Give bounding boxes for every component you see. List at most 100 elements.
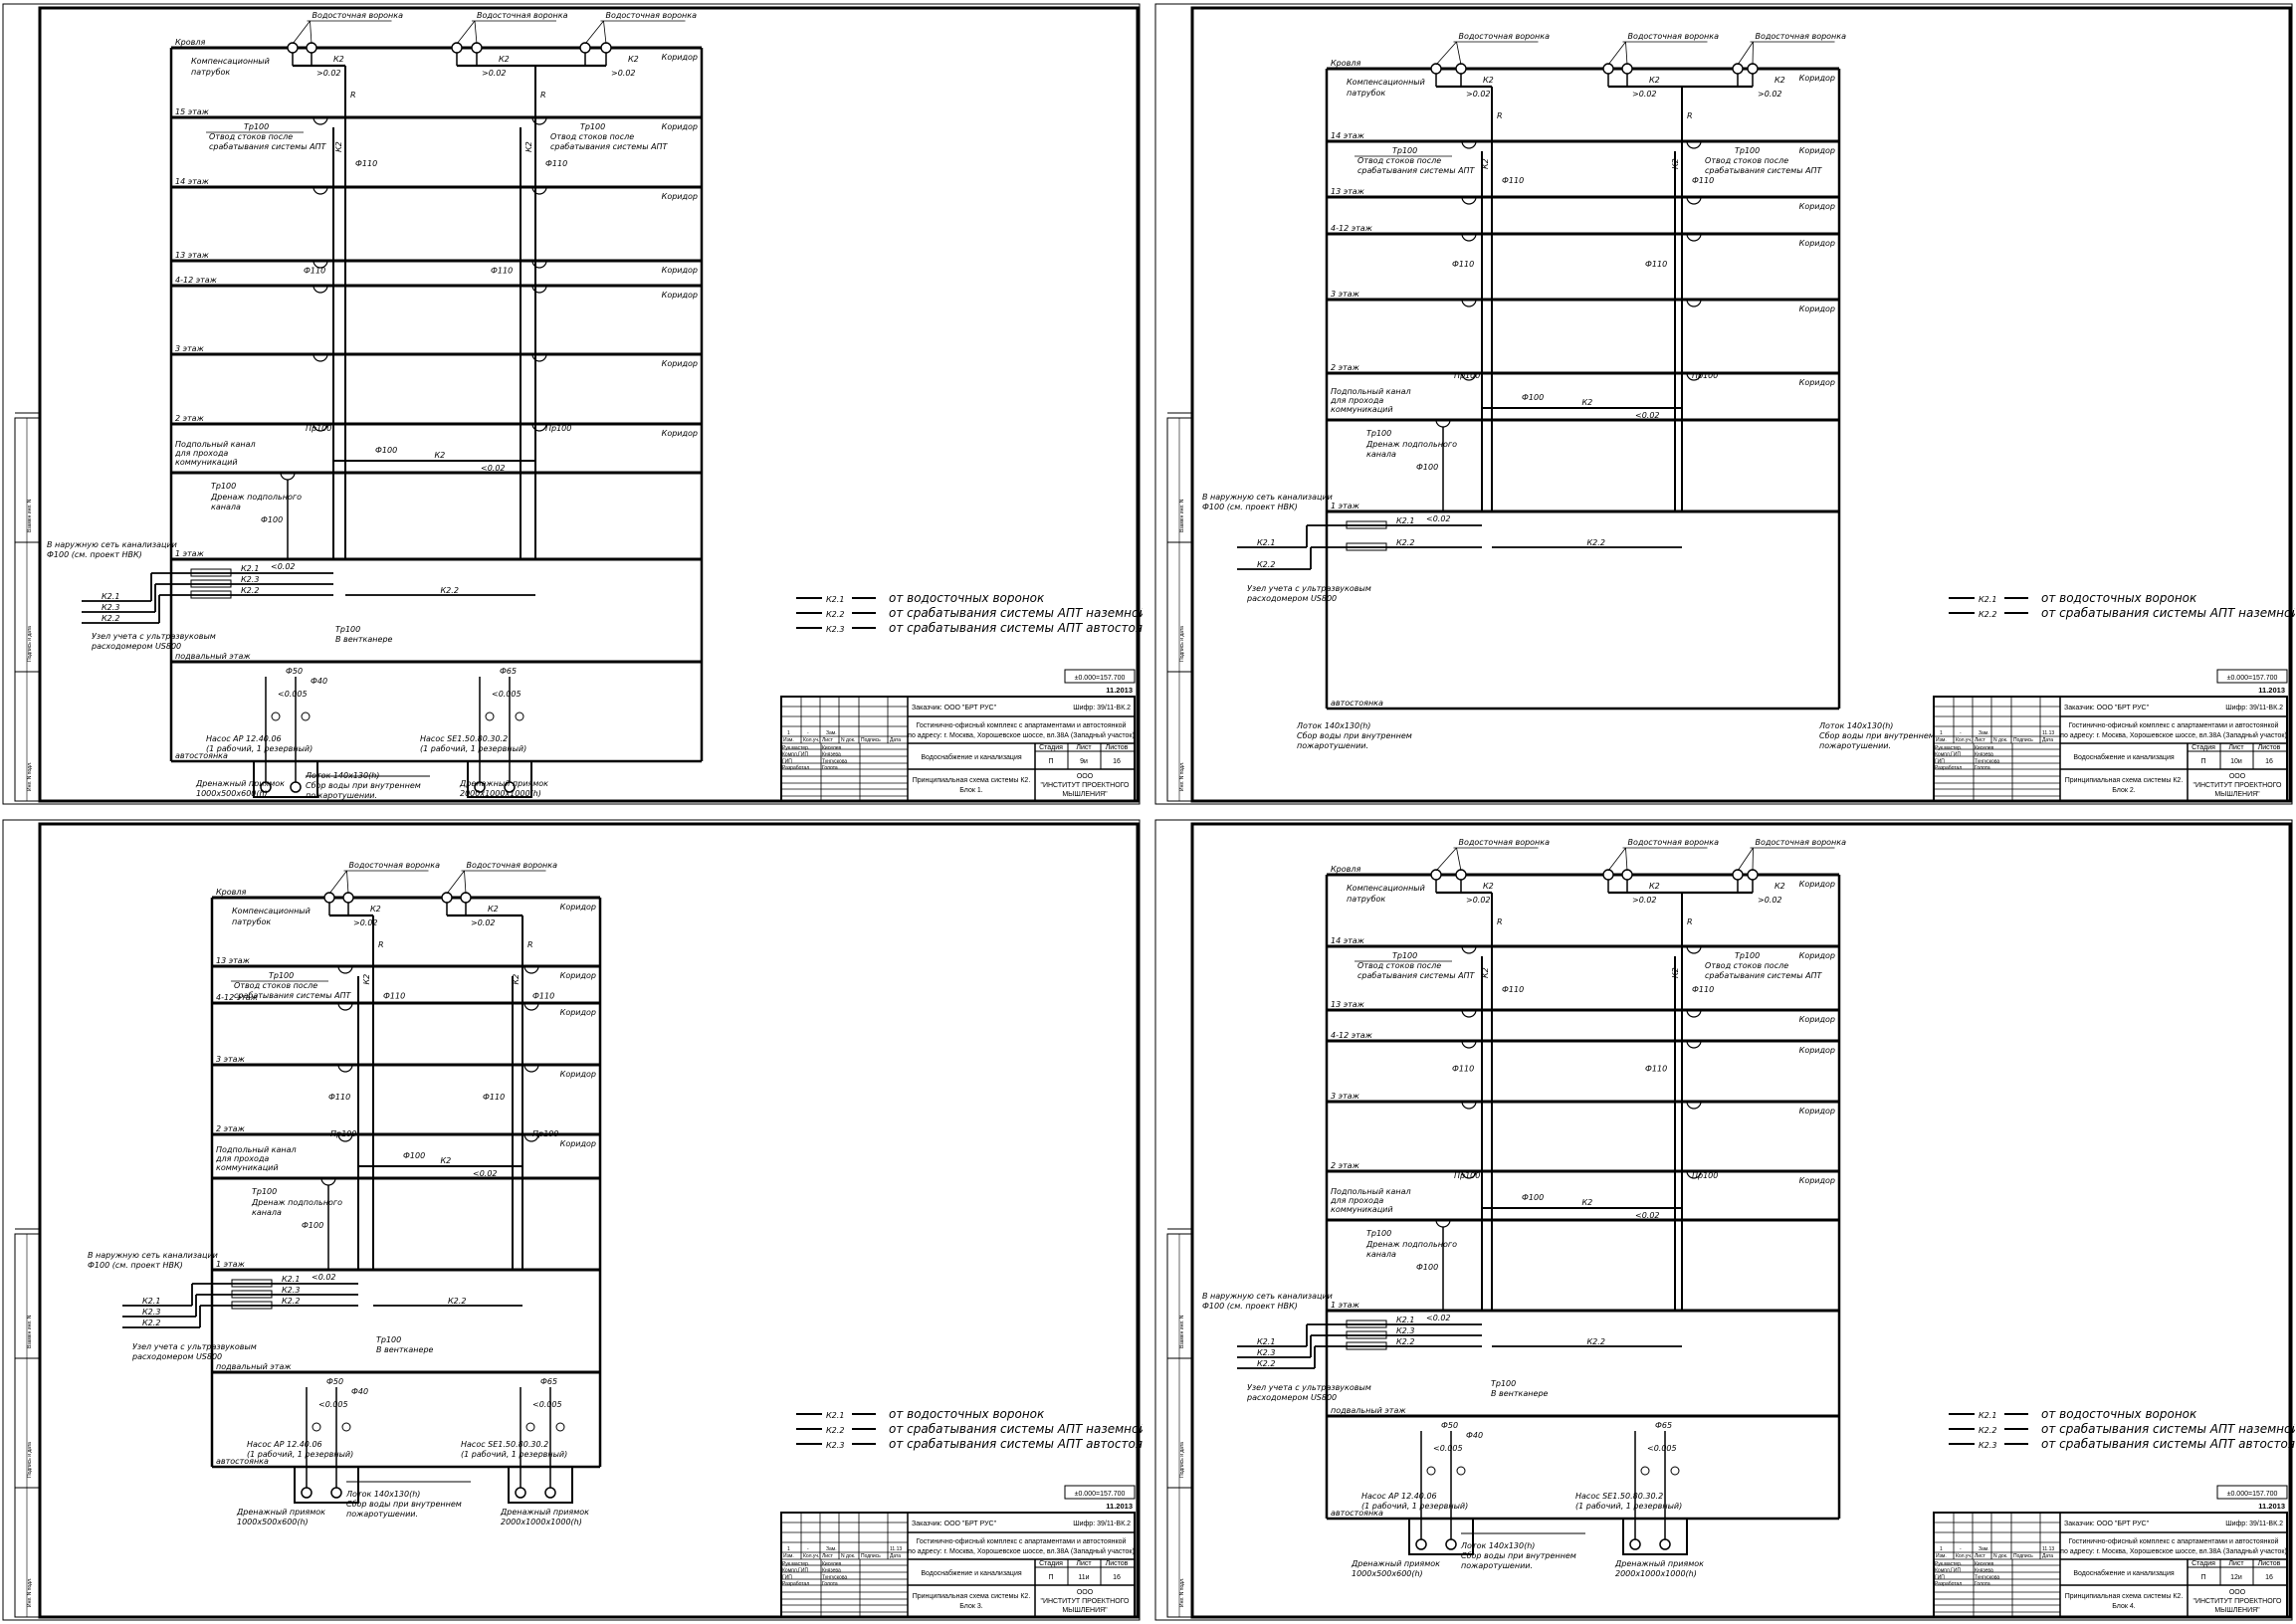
- canal-drain-label: Дренаж подпольного: [210, 493, 302, 502]
- basement-label: подвальный этаж: [216, 1362, 292, 1371]
- elevation-box: [1064, 669, 1136, 684]
- tray-label: Лоток 140x130(h): [1296, 721, 1370, 730]
- riser-code: К2: [1481, 158, 1490, 169]
- diameter-label: Ф100: [261, 515, 283, 524]
- leader: [1737, 847, 1754, 872]
- canal-label: для прохода: [1330, 1196, 1383, 1205]
- tb-header: Подпись: [861, 737, 881, 743]
- tb-header: Изм.: [1936, 1553, 1947, 1559]
- floor-label: 2 этаж: [1331, 1161, 1360, 1170]
- meter-label: Узел учета с ультразвуковым: [92, 632, 216, 641]
- floor-drain-icon: [313, 285, 328, 294]
- tb-section: Водоснабжение и канализация: [2073, 753, 2175, 761]
- corridor-label: Коридор: [1799, 1046, 1835, 1055]
- leader: [1435, 847, 1457, 872]
- valve-label: R: [1687, 111, 1693, 120]
- tb-name: Голота: [1975, 1581, 1990, 1587]
- diameter-label: Ф40: [351, 1387, 368, 1396]
- corridor-label: Коридор: [662, 429, 698, 438]
- pipe-code: К2: [441, 1156, 452, 1165]
- diameter-label: Ф100: [1416, 463, 1438, 472]
- canal-label: для прохода: [215, 1154, 269, 1163]
- pipe-code: К2.2: [1396, 1337, 1414, 1346]
- pipe-code: К2: [370, 905, 381, 914]
- apt-drain-label: срабатывания системы АПТ: [209, 142, 327, 151]
- riser-code: К2: [334, 141, 343, 152]
- floor-label: Кровля: [1331, 59, 1360, 68]
- tray-label: Сбор воды при внутреннем: [346, 1500, 462, 1509]
- tb-code: Шифр: 39/11-ВК.2: [1073, 705, 1131, 711]
- apt-drain-label: Отвод стоков после: [1705, 961, 1788, 970]
- pump-label: (1 рабочий, 1 резервный): [420, 744, 526, 753]
- apt-drain-label: срабатывания системы АПТ: [234, 991, 352, 1000]
- canal-label: коммуникаций: [216, 1163, 279, 1172]
- pressure-gauge-icon: [1426, 1466, 1436, 1476]
- tb-section: Водоснабжение и канализация: [2073, 1569, 2175, 1577]
- tb-sheet-no: 10и: [2230, 758, 2242, 765]
- corridor-label: Коридор: [662, 266, 698, 275]
- slope-label: >0.02: [1758, 90, 1782, 99]
- roof-drain-icon: [441, 892, 453, 904]
- elevation-mark: ±0.000=157.700: [2227, 675, 2278, 682]
- corridor-label: Коридор: [1799, 202, 1835, 211]
- riser-code: К2: [524, 141, 533, 152]
- flow-meter-icon: [190, 568, 232, 577]
- canal-drain-label: канала: [1366, 450, 1396, 459]
- legend-code: К2.2: [826, 1426, 844, 1435]
- drain-pit: [467, 761, 532, 798]
- pit-label: Дренажный приямок: [1614, 1559, 1704, 1568]
- meter-label: расходомером US800: [1246, 1393, 1337, 1402]
- pressure-gauge-icon: [271, 711, 281, 721]
- tb-change-date: 11.13: [2042, 730, 2054, 736]
- flow-meter-icon: [1346, 1341, 1387, 1350]
- elevation-box: [2216, 669, 2288, 684]
- tray-label: Лоток 140x130(h): [1818, 721, 1893, 730]
- corridor-label: Коридор: [560, 903, 596, 912]
- tb-project: Гостинично-офисный комплекс с апартамент…: [2069, 1537, 2279, 1545]
- tb-role: Разработал: [1935, 1581, 1962, 1587]
- legend-code: К2.1: [1979, 1411, 1996, 1420]
- canal-label: коммуникаций: [1331, 1205, 1393, 1214]
- floor-drain-icon: [531, 260, 547, 269]
- slope-label: >0.02: [353, 918, 378, 927]
- floor-label: 1 этаж: [1331, 502, 1360, 510]
- floor-drain-icon: [531, 186, 547, 195]
- comp-pipe-label: патрубок: [191, 68, 230, 77]
- outer-frame: [1154, 819, 2293, 1621]
- tp100-label: Тр100: [376, 1335, 401, 1344]
- floor-drain-icon: [1686, 233, 1702, 242]
- tb-header: N док.: [841, 1553, 855, 1559]
- side-stamp: [14, 1233, 41, 1618]
- floor-label: 1 этаж: [216, 1260, 246, 1269]
- floor-drain-icon: [1461, 1101, 1477, 1110]
- legend-text: от срабатывания системы АПТ наземной час…: [889, 1422, 1143, 1436]
- pit-label: 1000x500x600(h): [237, 1518, 309, 1526]
- corridor-label: Коридор: [1799, 1107, 1835, 1116]
- pressure-gauge-icon: [312, 1422, 321, 1432]
- tb-total: 16: [1113, 1574, 1121, 1581]
- pr100-label: Пр100: [1692, 371, 1718, 380]
- date-label: 11.2013: [1106, 1502, 1133, 1511]
- diameter-label: Ф100: [1522, 393, 1544, 402]
- leader: [292, 20, 311, 45]
- leader: [1607, 847, 1626, 872]
- tb-header: Изм.: [783, 1553, 794, 1559]
- tb-sheet-no: 12и: [2230, 1574, 2242, 1581]
- tb-sheet-no: 9и: [1080, 758, 1088, 765]
- canal-label: Подпольный канал: [216, 1145, 297, 1154]
- floor-drain-icon: [1461, 140, 1477, 149]
- stamp-label: Подпись и дата: [27, 1442, 33, 1478]
- tb-stage: П: [1048, 1574, 1053, 1581]
- floor-label: Кровля: [1331, 865, 1360, 874]
- pipe-code: К2.1: [282, 1275, 300, 1284]
- tb-change: Зам.: [1979, 1546, 1989, 1552]
- floor-label: 1 этаж: [175, 549, 205, 558]
- pipe-code: К2: [628, 55, 639, 64]
- roof-drain-label: Водосточная воронка: [349, 861, 441, 870]
- stamp-label: Взамен инв. N: [27, 499, 33, 532]
- pressure-gauge-icon: [555, 1422, 565, 1432]
- pump-label: Насос AP 12.40.06: [1361, 1492, 1437, 1501]
- apt-drain-label: Отвод стоков после: [209, 132, 293, 141]
- pipe-code: К2.2: [1257, 560, 1275, 569]
